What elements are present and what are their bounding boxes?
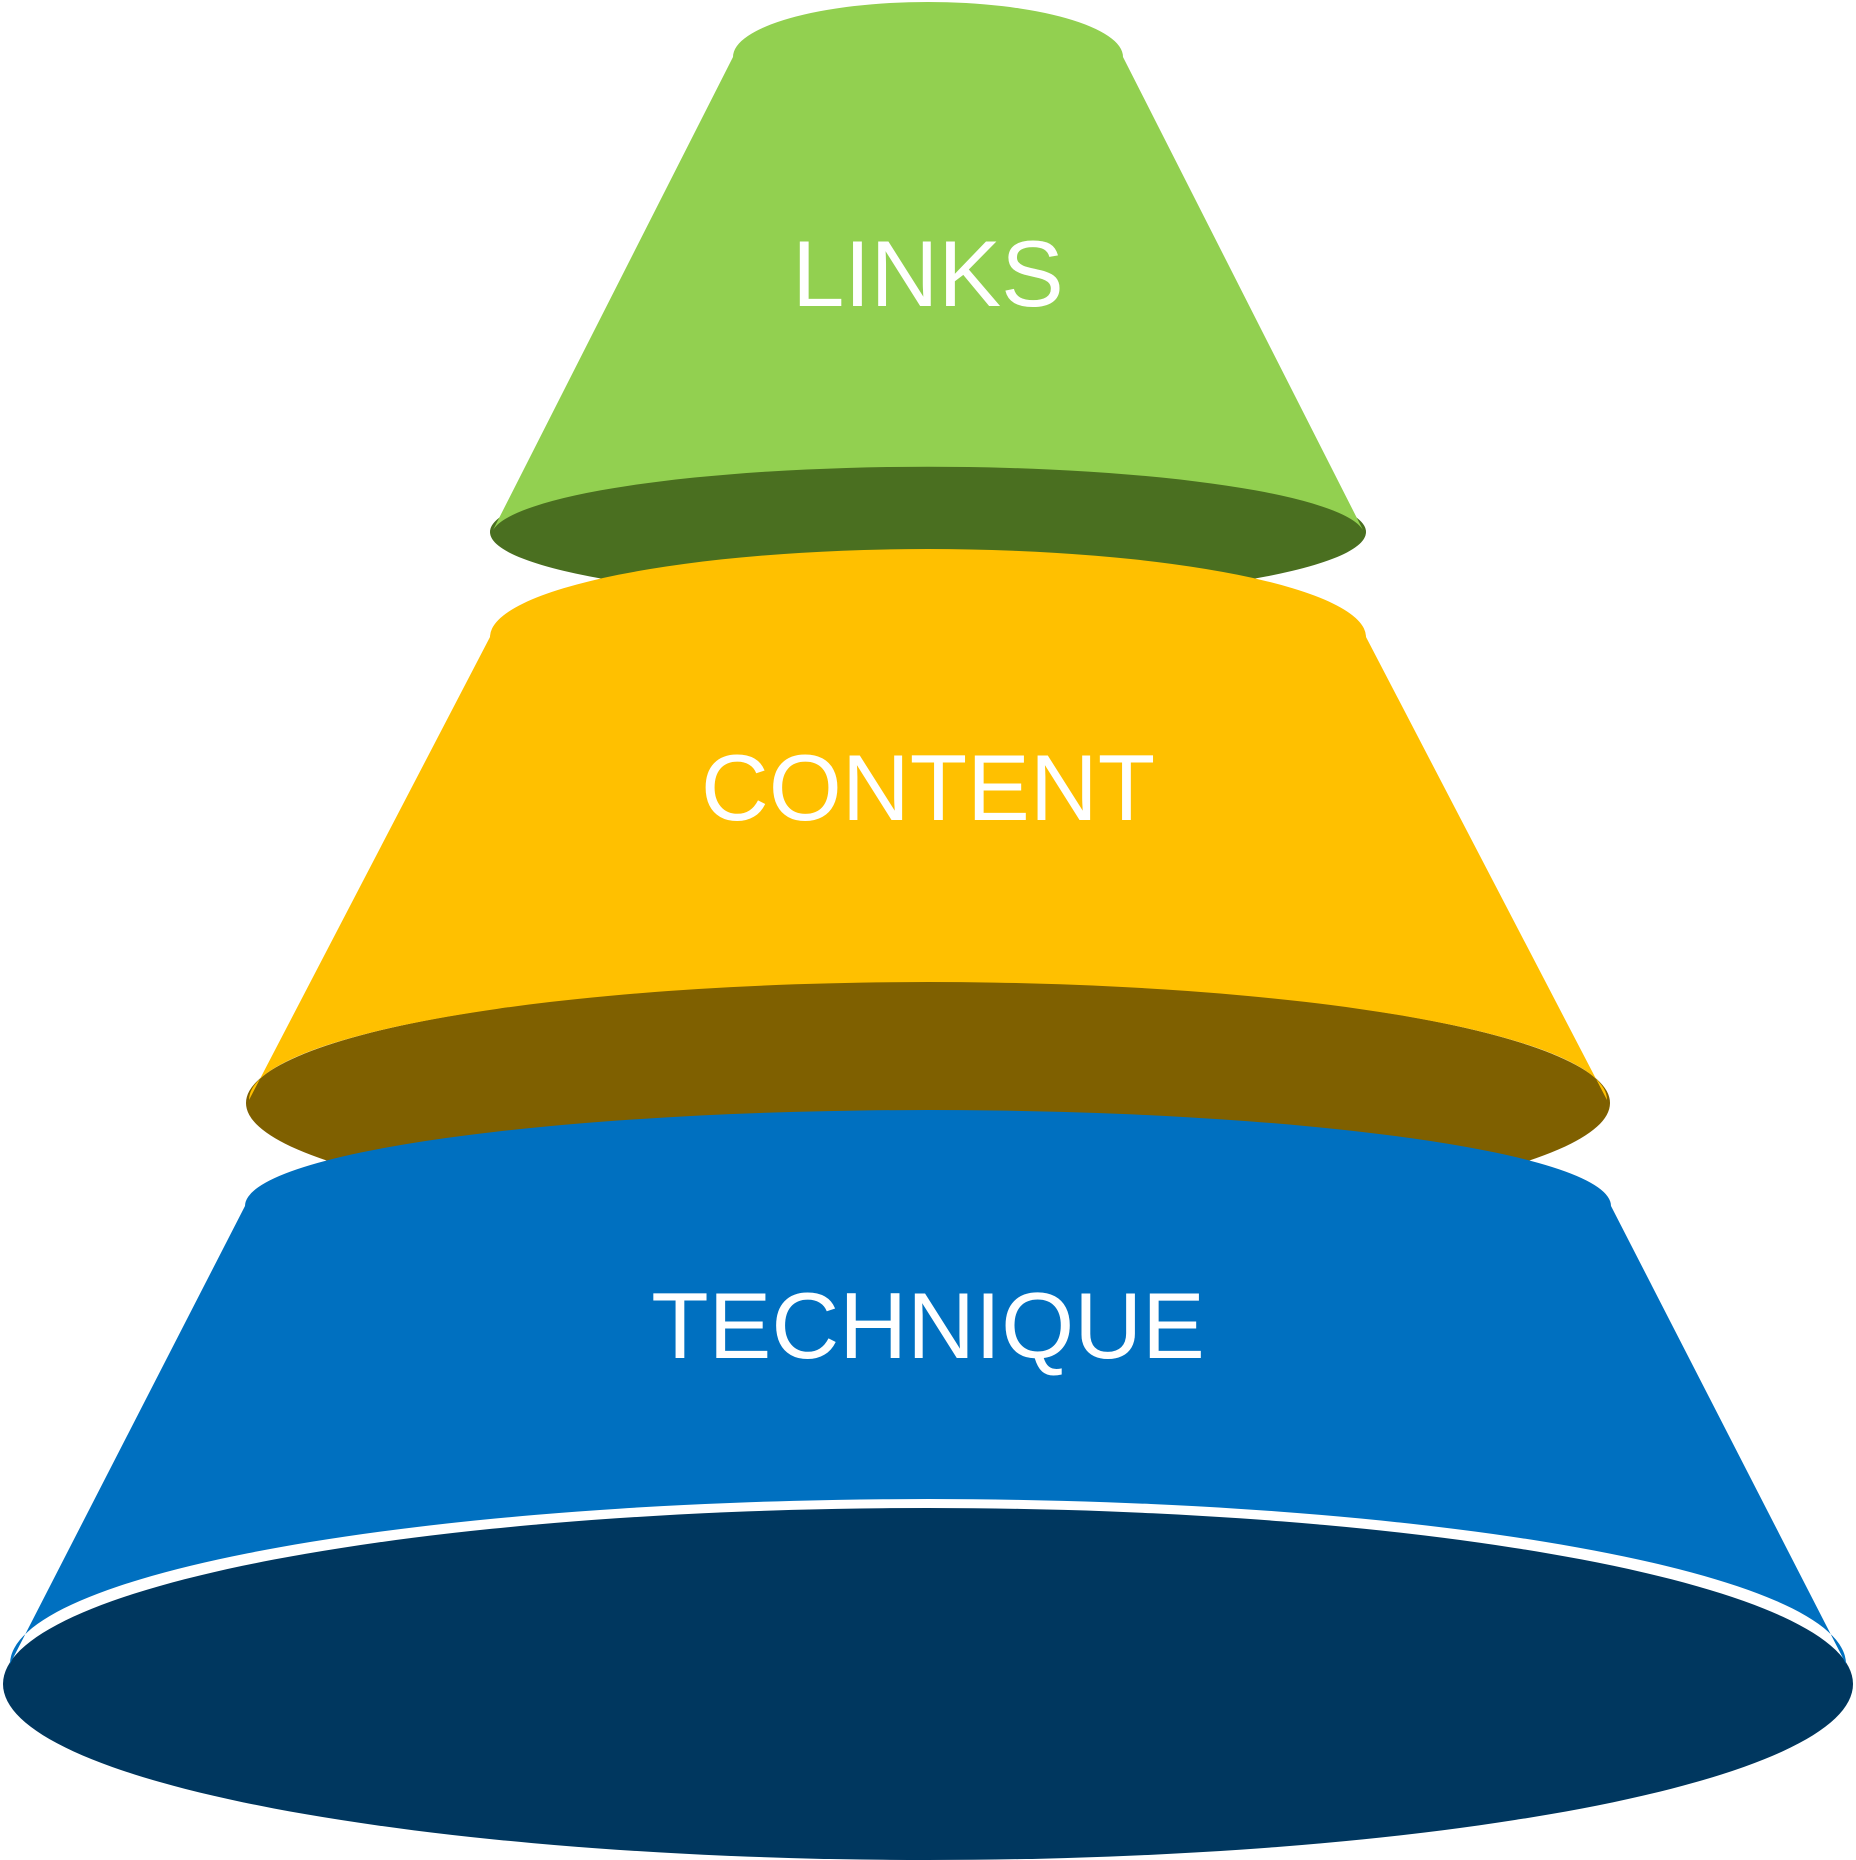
layer-content-side	[249, 549, 1607, 1100]
layer-links: LINKS	[490, 2, 1366, 602]
layer-technique-label: TECHNIQUE	[651, 1273, 1205, 1378]
layer-technique-side	[10, 1110, 1846, 1664]
layer-content-label: CONTENT	[701, 735, 1155, 840]
layer-links-side	[492, 2, 1364, 532]
layer-links-label: LINKS	[792, 221, 1064, 326]
layer-technique: TECHNIQUE	[3, 1110, 1853, 1860]
layer-technique-base	[3, 1508, 1853, 1860]
